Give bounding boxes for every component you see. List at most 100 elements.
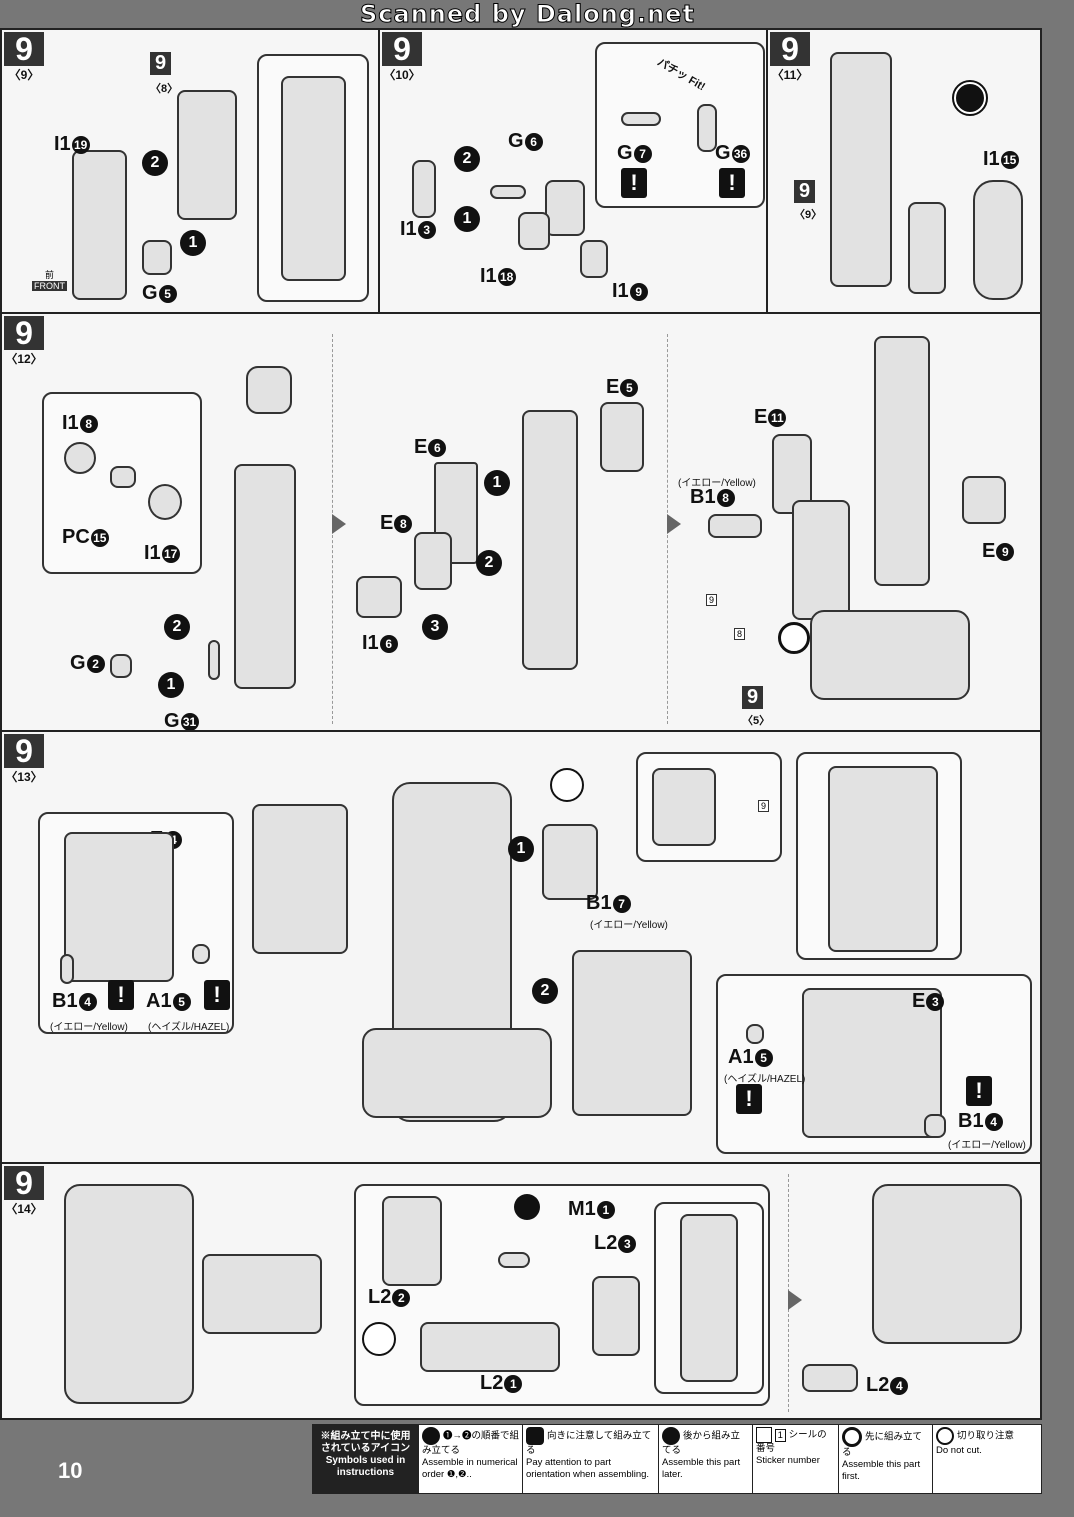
order-2: 2 — [164, 614, 190, 640]
ring-part — [64, 442, 96, 474]
ref-substep: 〈9〉 — [794, 209, 823, 221]
assemble-later-icon — [514, 1194, 540, 1220]
part-code: I1 — [400, 218, 417, 240]
legend-en: Sticker number — [756, 1455, 820, 1466]
front-jp: 前 — [44, 270, 54, 280]
warning-icon: ! — [204, 980, 230, 1010]
part-number: 17 — [161, 544, 180, 563]
legend-head-en: Symbols used in instructions — [325, 1455, 406, 1478]
part-number: 5 — [620, 378, 639, 397]
armor-i1-6 — [356, 576, 402, 618]
part-number: 6 — [379, 634, 398, 653]
color-note: (ヘイズル/HAZEL) — [148, 1022, 230, 1033]
legend-jp: 先に組み立てる — [842, 1431, 923, 1458]
part-code: B1 — [958, 1110, 984, 1132]
foot-part — [810, 610, 970, 700]
order-3: 3 — [422, 614, 448, 640]
mid-part — [908, 202, 946, 294]
assembled-part — [680, 1214, 738, 1382]
warning-icon: ! — [108, 980, 134, 1010]
legend-jp: ❶→❷の順番で組み立てる — [422, 1430, 520, 1456]
legend-en: Pay attention to part orientation when a… — [526, 1457, 650, 1480]
legend-jp: シールの番号 — [756, 1429, 827, 1454]
part-number: 3 — [618, 1234, 637, 1253]
bottom-part — [580, 240, 608, 278]
next-arrow-icon — [332, 514, 346, 534]
warning-icon: ! — [966, 1076, 992, 1106]
substep-number: 〈14〉 — [5, 1202, 43, 1216]
part-number: 2 — [86, 654, 105, 673]
part-code: G — [70, 652, 86, 674]
step-number: 9 — [4, 316, 44, 350]
color-note: (イエロー/Yellow) — [50, 1022, 128, 1033]
do-not-cut-icon — [362, 1322, 396, 1356]
leg-frame-part — [234, 464, 296, 689]
foot-assembled-part — [872, 1184, 1022, 1344]
small-part-a1-5 — [192, 944, 210, 964]
part-code: G — [142, 282, 158, 304]
color-note: (イエロー/Yellow) — [678, 478, 756, 489]
order-2: 2 — [532, 978, 558, 1004]
part-code: E — [380, 512, 394, 534]
part-number: 1 — [504, 1374, 523, 1393]
knee-cap-part — [246, 366, 292, 414]
part-code: A1 — [728, 1046, 754, 1068]
part-code: I1 — [362, 632, 379, 654]
pc-part — [110, 466, 136, 488]
legend-en: Assemble this part later. — [662, 1457, 741, 1480]
part-number: 11 — [768, 408, 787, 427]
order-1: 1 — [508, 836, 534, 862]
order-icon — [422, 1427, 440, 1445]
front-en: FRONT — [32, 281, 67, 291]
order-2: 2 — [454, 146, 480, 172]
small-part-b1-4 — [60, 954, 74, 984]
curved-part-g36 — [697, 104, 717, 152]
part-code: I1 — [480, 265, 497, 287]
result-inset — [796, 752, 962, 960]
part-m1-1 — [498, 1252, 530, 1268]
armor-part — [973, 180, 1023, 300]
rail-part — [202, 1254, 322, 1334]
part-number: 5 — [158, 284, 177, 303]
part-code: E — [606, 376, 620, 398]
part-b1-8 — [708, 514, 762, 538]
foot-armor-part — [64, 1184, 194, 1404]
order-1: 1 — [158, 672, 184, 698]
armor-e3 — [802, 988, 942, 1138]
scan-credit: Scanned by Dalong.net — [360, 0, 695, 29]
part-number: 15 — [90, 528, 109, 547]
part-number: 4 — [78, 992, 97, 1011]
color-note: (イエロー/Yellow) — [948, 1140, 1026, 1151]
part-number: 7 — [612, 894, 631, 913]
part-code: L2 — [594, 1232, 618, 1254]
legend-item-orientation: 向きに注意して組み立てる Pay attention to part orien… — [523, 1425, 659, 1493]
small-part-g7 — [621, 112, 661, 126]
legend-item-nocut: 切り取り注意 Do not cut. — [933, 1425, 1041, 1493]
small-part — [142, 240, 172, 275]
ref-step: 9 — [794, 180, 816, 203]
next-arrow-icon — [788, 1290, 802, 1310]
step-number: 9 — [4, 1166, 44, 1200]
part-code: M1 — [568, 1198, 596, 1220]
